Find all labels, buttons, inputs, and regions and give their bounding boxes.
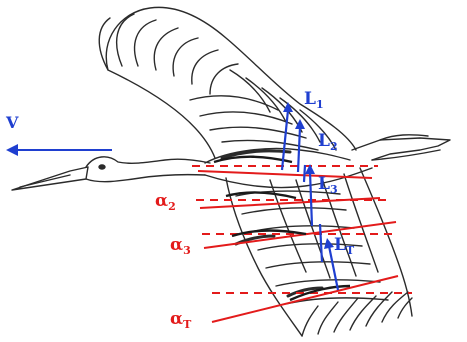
velocity-label: V <box>5 113 19 132</box>
